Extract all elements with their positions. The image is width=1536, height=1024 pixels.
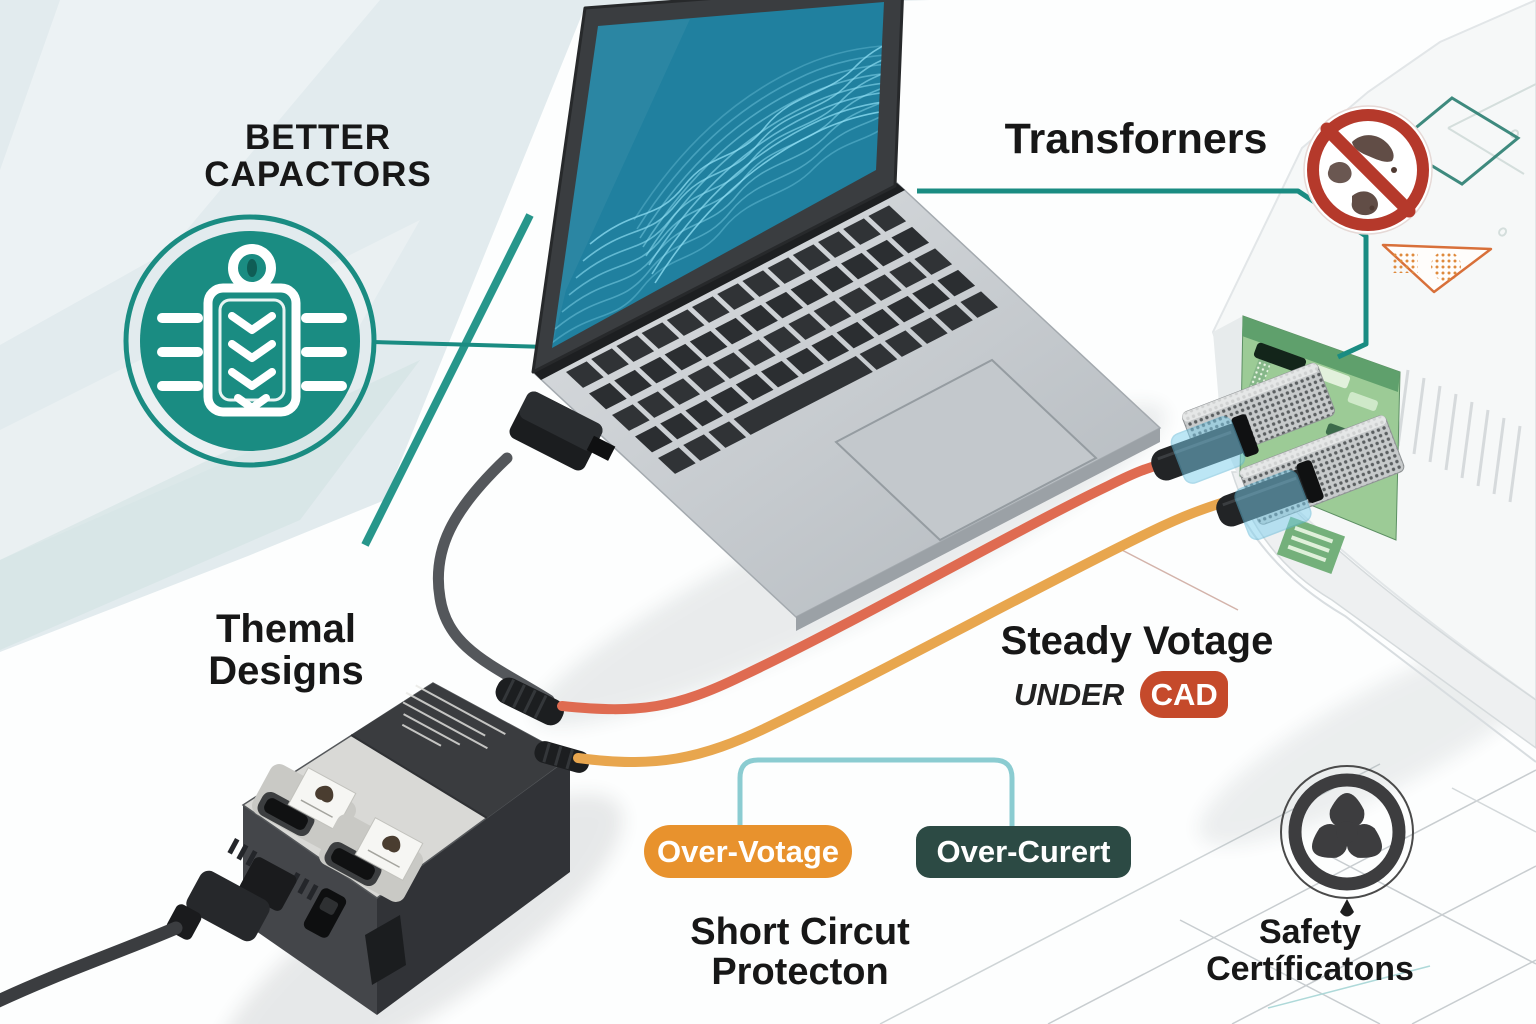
capacitor-icon [157, 244, 347, 417]
better-capacitors-label: BETTER CAPACTORS [204, 118, 432, 194]
safety-line2: Certíficatons [1206, 950, 1414, 989]
psu-vent-lines [1396, 369, 1522, 503]
screen-wave-graphics [552, 27, 884, 347]
no-transformers-prohibition-icon [1303, 105, 1433, 235]
short-circuit-label: Short Circut Protecton [690, 911, 910, 993]
safety-line1: Safety [1258, 913, 1362, 951]
over-current-badge: Over-Curert [916, 826, 1131, 878]
laptop-trackpad [834, 358, 1098, 542]
steady-voltage-label: Steady Votage [1000, 619, 1274, 663]
socket-1 [252, 764, 357, 852]
power-switch [303, 888, 347, 938]
translucent-clips [1170, 416, 1312, 541]
safety-certification-fan-icon [1280, 765, 1414, 917]
laptop-keyboard [566, 205, 999, 474]
transformers-label: Transforners [1004, 115, 1268, 163]
over-voltage-badge: Over-Votage [644, 825, 852, 878]
warning-triangle-sticker [1381, 243, 1493, 294]
power-strip [0, 677, 623, 1024]
cad-badge: CAD [1140, 671, 1229, 718]
orange-cable [573, 493, 1242, 768]
red-cable [557, 457, 1177, 715]
power-strip-cap [351, 683, 570, 818]
usb-hub-adapter [509, 391, 616, 471]
laptop-screen [552, 2, 884, 348]
safety-certifications-label: Safety Certíficatons [1172, 913, 1448, 989]
under-cad-row: UNDER CAD [1014, 671, 1229, 718]
under-label: UNDER [1014, 676, 1125, 712]
socket-2 [319, 814, 424, 902]
power-cord-plug [0, 857, 297, 1008]
cable-boots [495, 677, 590, 773]
laptop-hinge [533, 183, 905, 380]
capacitor-icon-outer-ring [123, 214, 377, 468]
illegible-print-lines [401, 684, 506, 750]
transformers-connector-line [917, 188, 1369, 360]
thermal-designs-label: Themal Designs [208, 607, 364, 693]
floor-grid [879, 547, 1536, 1024]
power-cord [0, 921, 183, 1008]
pointer-tip [1340, 899, 1354, 917]
wall-teal-stripe [361, 213, 534, 547]
laptop [509, 0, 1166, 727]
capacitor-callout [123, 214, 549, 468]
protection-bracket-line [737, 757, 1015, 829]
usb-cable [432, 452, 555, 706]
power-supply-unit [1181, 0, 1536, 846]
